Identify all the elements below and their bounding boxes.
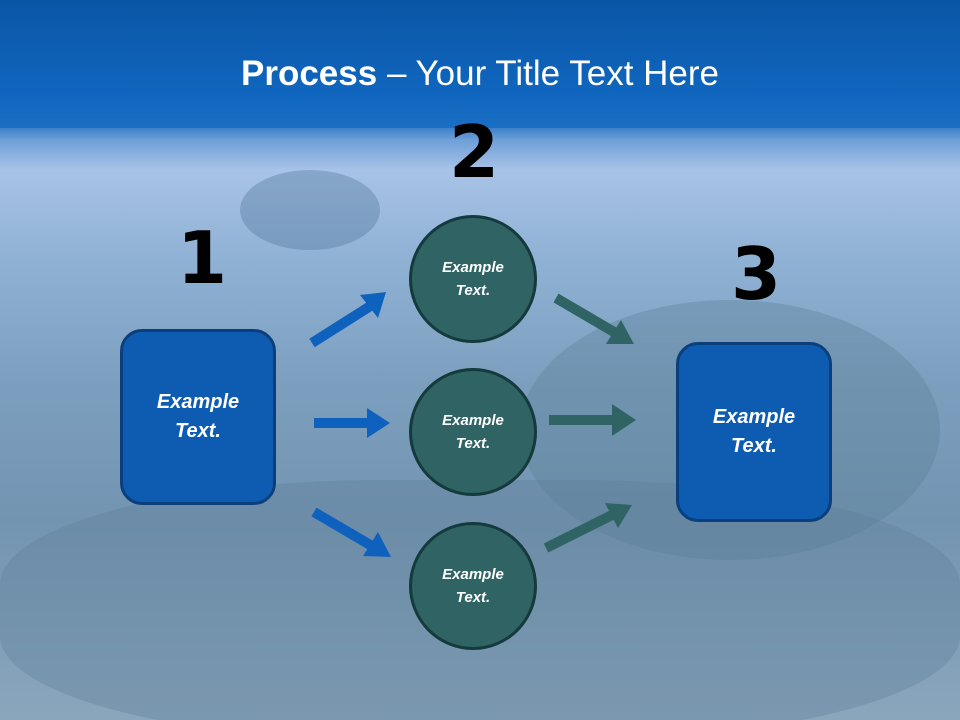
right-box-label: Example Text. [712,406,796,457]
step-number-2: 2 [449,110,500,194]
arrow-left-to-bottom [311,507,391,557]
slide-title: Process – Your Title Text Here [0,52,960,96]
reef-background-shape [240,170,380,250]
title-rest: – Your Title Text Here [377,54,719,93]
top-circle-label: Example Text. [442,259,504,299]
right-process-box[interactable]: Example Text. [676,342,832,522]
title-bold: Process [241,54,378,93]
arrow-top-to-right [553,293,634,344]
step-number-3: 3 [731,232,782,316]
middle-process-circle[interactable]: Example Text. [409,368,537,496]
middle-circle-label: Example Text. [442,412,504,452]
arrow-bottom-to-right [543,503,632,553]
arrow-middle-to-right [549,404,636,436]
left-process-box[interactable]: Example Text. [120,329,276,505]
top-process-circle[interactable]: Example Text. [409,215,537,343]
bottom-circle-label: Example Text. [442,566,504,606]
step-number-1: 1 [177,216,228,300]
arrow-left-to-top [309,292,386,348]
bottom-process-circle[interactable]: Example Text. [409,522,537,650]
title-bar [0,0,960,128]
left-box-label: Example Text. [156,391,240,442]
arrow-left-to-middle [314,408,390,438]
